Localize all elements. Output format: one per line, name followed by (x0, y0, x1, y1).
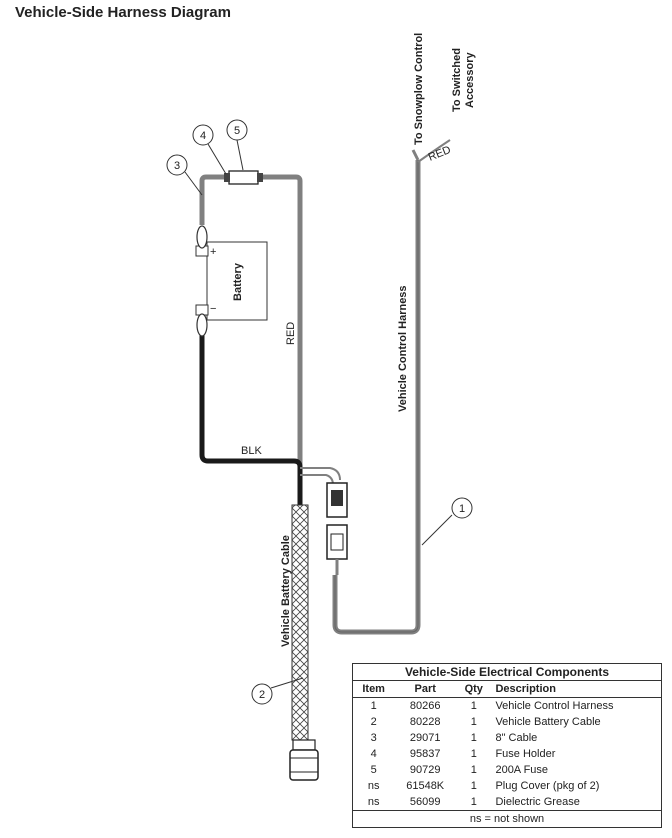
red-side-label: RED (285, 322, 297, 345)
table-row: 3 29071 1 8" Cable (353, 730, 662, 746)
cell-part: 61548K (406, 780, 445, 792)
cell-qty: 1 (470, 796, 477, 808)
callout-4-number: 4 (200, 130, 206, 142)
table-row: ns 56099 1 Dielectric Grease (353, 794, 662, 811)
col-header-part: Part (394, 680, 457, 698)
cell-item: 4 (370, 748, 377, 760)
cell-item: 2 (370, 716, 377, 728)
col-header-description: Description (491, 680, 662, 698)
cell-description: 200A Fuse (495, 764, 549, 776)
cell-qty: 1 (470, 732, 477, 744)
battery-plus: + (210, 246, 216, 258)
table-row: ns 61548K 1 Plug Cover (pkg of 2) (353, 778, 662, 794)
col-header-item: Item (352, 680, 395, 698)
cell-qty: 1 (470, 700, 477, 712)
battery-cable-plug-collar (292, 739, 316, 751)
fuse-holder-cap-right (257, 173, 263, 182)
red-top-label: RED (427, 144, 453, 164)
cell-description: 8" Cable (495, 732, 538, 744)
negative-lug (196, 313, 208, 337)
callout-3-number: 3 (174, 160, 180, 172)
callout-2-number: 2 (259, 689, 265, 701)
battery-minus: − (210, 303, 216, 315)
cell-description: Dielectric Grease (495, 796, 580, 808)
cell-description: Plug Cover (pkg of 2) (495, 780, 600, 792)
vehicle-battery-cable-label: Vehicle Battery Cable (280, 535, 292, 647)
callout-3: 3 (166, 154, 203, 196)
cell-qty: 1 (470, 716, 477, 728)
to-snowplow-control-label: To Snowplow Control (413, 33, 425, 145)
col-header-qty: Qty (456, 680, 492, 698)
table-row: 2 80228 1 Vehicle Battery Cable (353, 714, 662, 730)
fuse-holder-cap-left (224, 173, 230, 182)
table-row: 4 95837 1 Fuse Holder (353, 746, 662, 762)
control-branch-wire (300, 467, 341, 481)
switched-accessory-lead (417, 139, 451, 163)
callout-5: 5 (226, 119, 248, 171)
cell-part: 56099 (409, 796, 441, 808)
cell-item: 3 (370, 732, 377, 744)
vehicle-control-harness-wire-outline (334, 160, 419, 633)
cell-description: Fuse Holder (495, 748, 556, 760)
cell-description: Vehicle Control Harness (495, 700, 614, 712)
vehicle-control-harness-wire (332, 160, 421, 635)
red-battery-wire-to-cable3 (199, 174, 229, 225)
harness-connector-male-body (331, 490, 343, 506)
cell-part: 80228 (409, 716, 441, 728)
fuse-holder (228, 170, 259, 185)
blk-label: BLK (241, 445, 262, 457)
black-battery-wire (199, 330, 303, 505)
positive-lug (196, 225, 208, 249)
battery-label: Battery (232, 262, 244, 301)
cell-qty: 1 (470, 748, 477, 760)
to-switched-accessory-label-2: Accessory (464, 51, 476, 108)
cell-item: ns (367, 796, 380, 808)
components-table: Vehicle-Side Electrical Components Item … (352, 663, 662, 828)
table-row: 1 80266 1 Vehicle Control Harness (353, 698, 662, 715)
harness-connector-female-body (330, 533, 344, 551)
red-battery-wire (258, 174, 303, 505)
table-row: 5 90729 1 200A Fuse (353, 762, 662, 778)
table-footnote: ns = not shown (352, 810, 662, 828)
cell-description: Vehicle Battery Cable (495, 716, 601, 728)
battery-box (206, 241, 268, 321)
table-caption: Vehicle-Side Electrical Components (352, 663, 662, 681)
cell-item: 1 (370, 700, 377, 712)
cell-part: 29071 (409, 732, 441, 744)
table-footnote-row: ns = not shown (352, 810, 662, 828)
cell-item: 5 (370, 764, 377, 776)
callout-1-number: 1 (459, 503, 465, 515)
vehicle-battery-cable-sheath (291, 504, 309, 741)
cell-part: 95837 (409, 748, 441, 760)
battery-cable-plug (289, 749, 319, 781)
callout-2: 2 (251, 677, 304, 705)
snowplow-control-lead (411, 149, 420, 161)
callout-5-number: 5 (234, 125, 240, 137)
cell-item: ns (367, 780, 380, 792)
page-title: Vehicle-Side Harness Diagram (15, 4, 231, 21)
cell-part: 90729 (409, 764, 441, 776)
callout-1: 1 (421, 497, 473, 546)
callout-4: 4 (192, 124, 227, 175)
cell-qty: 1 (470, 764, 477, 776)
to-switched-accessory-label-1: To Switched (451, 48, 463, 112)
cell-qty: 1 (470, 780, 477, 792)
vehicle-control-harness-label: Vehicle Control Harness (397, 285, 409, 412)
cell-part: 80266 (409, 700, 441, 712)
